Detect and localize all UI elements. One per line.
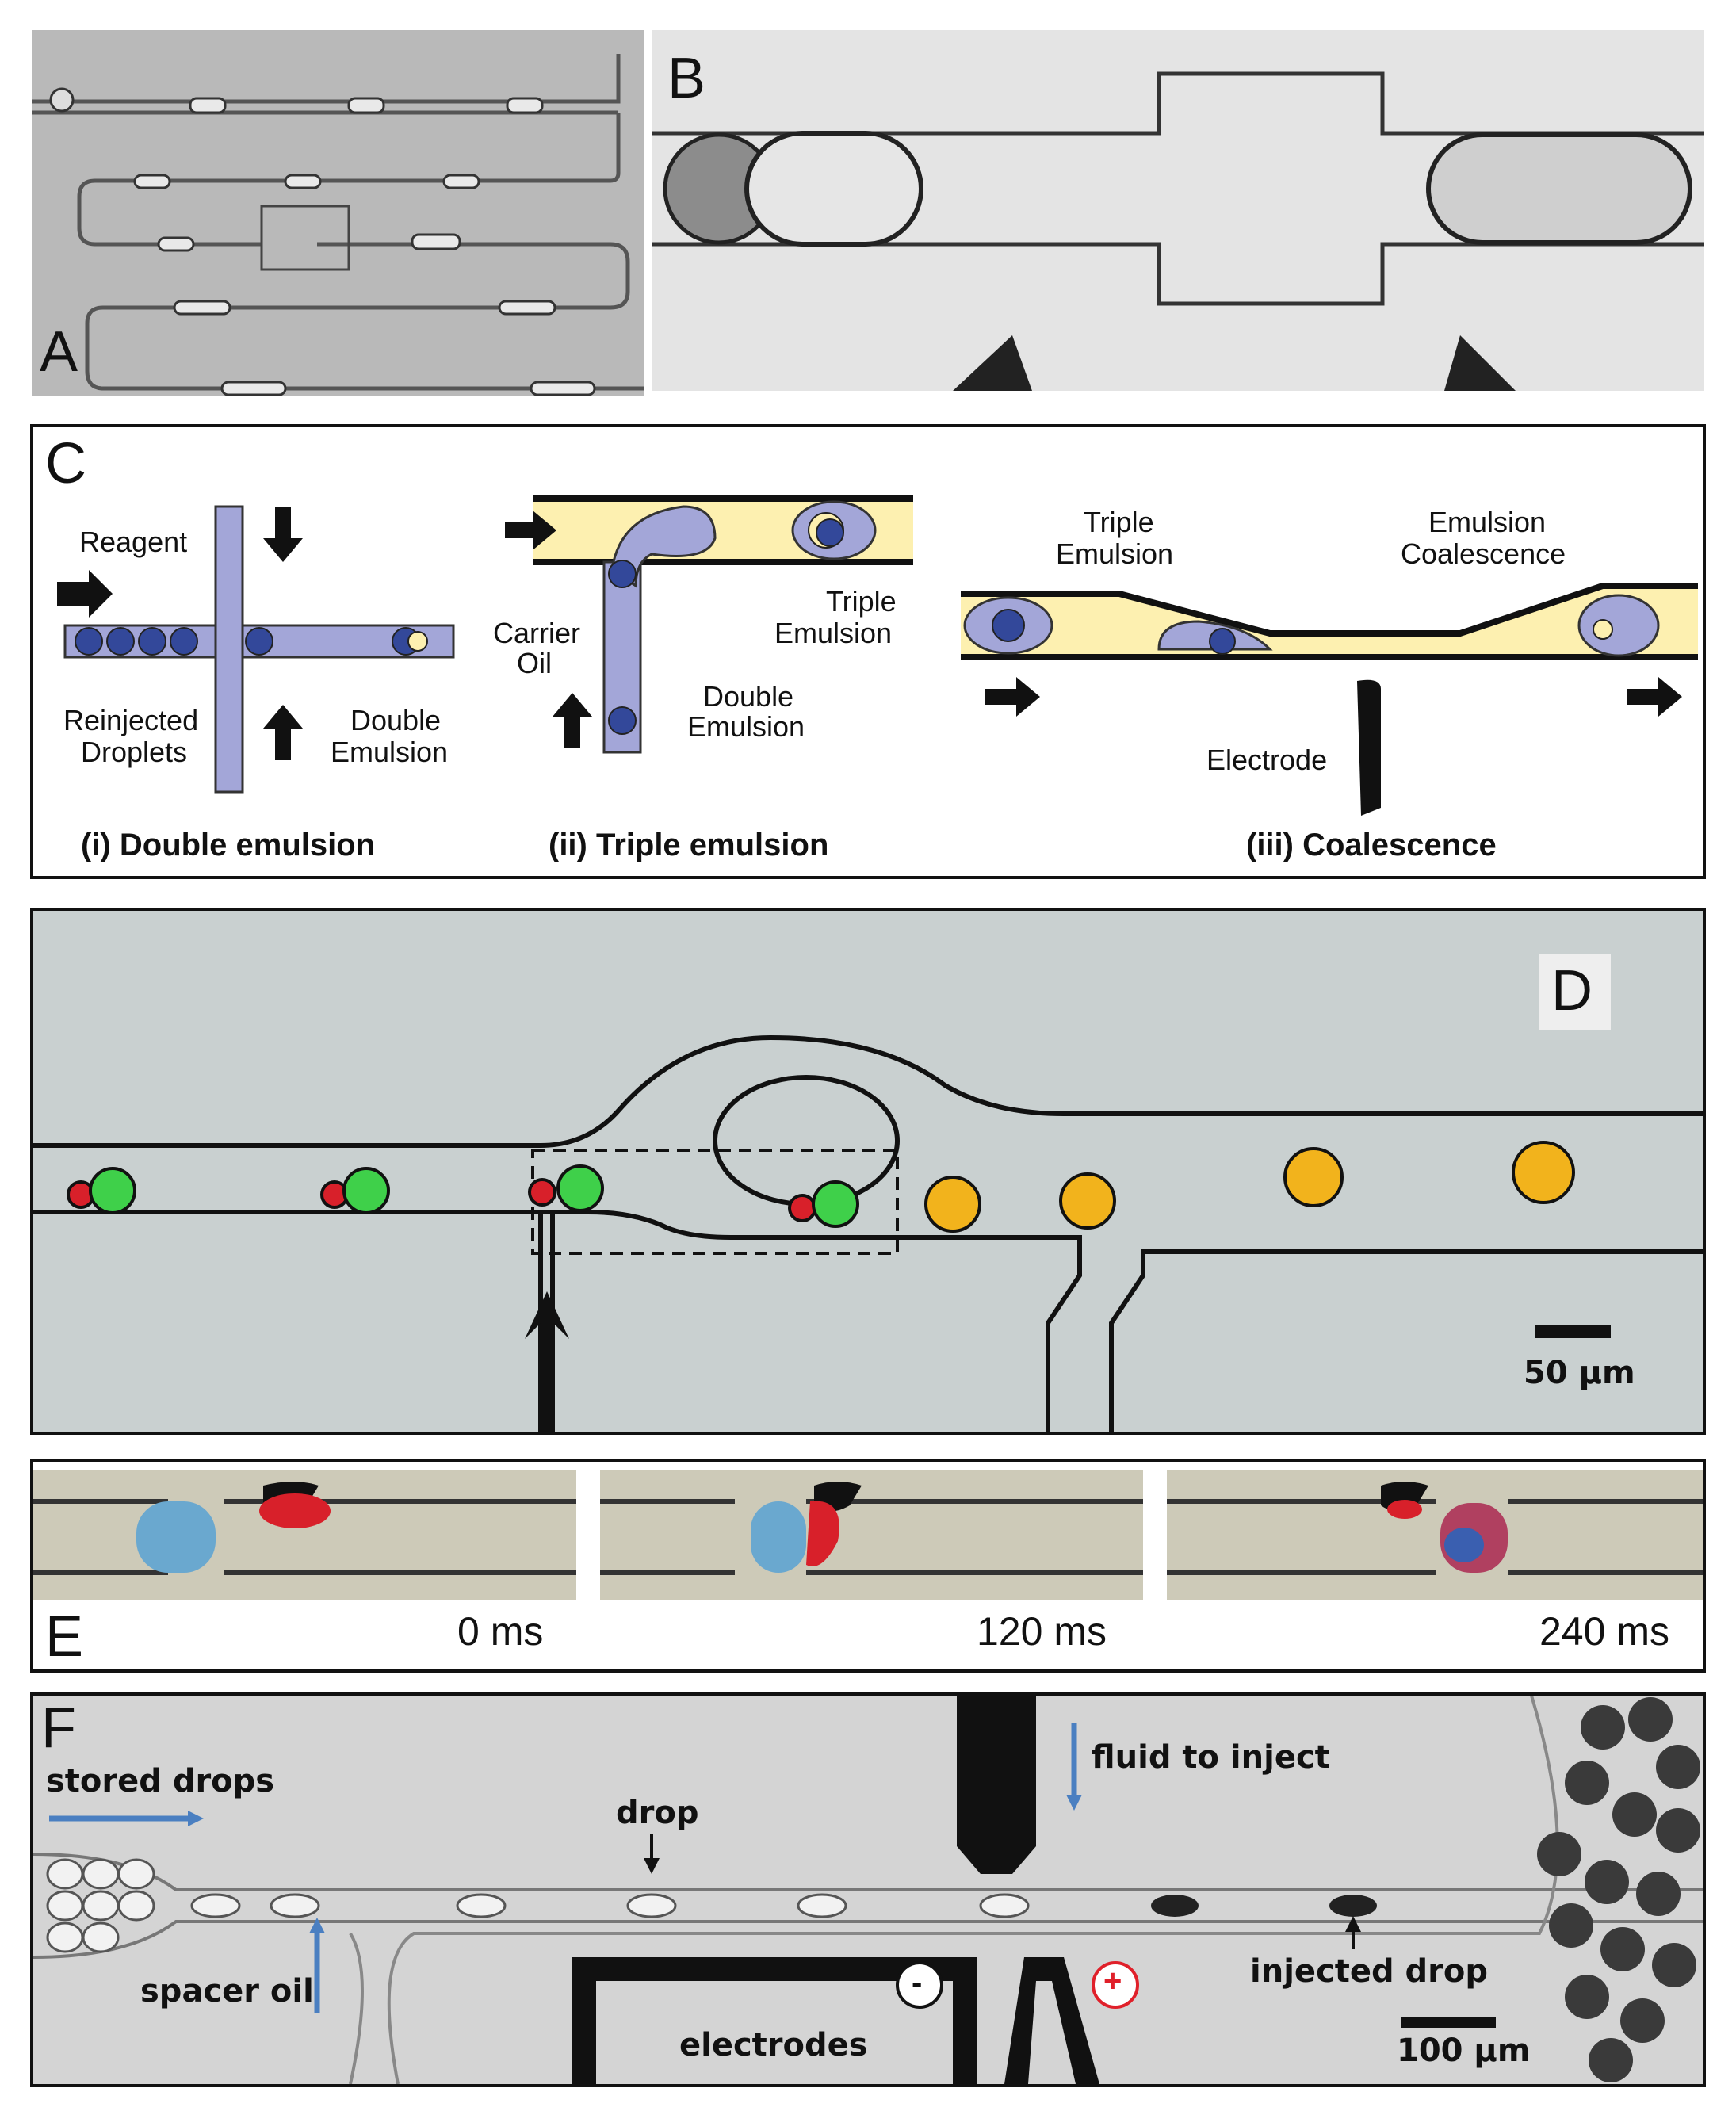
electrode-plus-sign: + <box>1103 1964 1122 1998</box>
label-reinjected-2: Droplets <box>81 736 188 768</box>
panel-f-letter: F <box>41 1696 76 1760</box>
panel-c-letter: C <box>45 432 86 495</box>
panel-e-letter: E <box>45 1605 84 1669</box>
label-electrodes: electrodes <box>679 2027 868 2063</box>
panel-a-channels <box>32 30 644 396</box>
label-triple-2: Emulsion <box>774 617 893 649</box>
panel-e-frames <box>33 1470 1703 1600</box>
panel-e-frame: E 0 ms 120 ms 240 ms <box>30 1459 1706 1673</box>
label-stored-drops: stored drops <box>46 1763 275 1799</box>
label-double-2: Emulsion <box>331 736 449 768</box>
label-triple3-1: Triple <box>1084 506 1154 538</box>
time-label-1: 120 ms <box>977 1609 1107 1654</box>
label-triple-1: Triple <box>826 585 897 618</box>
caption-i: (i) Double emulsion <box>81 828 376 862</box>
label-double-1: Double <box>350 704 442 736</box>
label-double2-1: Double <box>703 680 794 713</box>
label-reagent: Reagent <box>79 526 188 558</box>
panel-d-scale-label: 50 µm <box>1524 1355 1635 1391</box>
label-drop: drop <box>616 1795 699 1831</box>
label-electrode: Electrode <box>1206 744 1328 776</box>
panel-d-channels <box>33 911 1703 1432</box>
panel-c-diagram <box>57 495 1698 816</box>
label-coal-2: Coalescence <box>1401 537 1566 570</box>
panel-d-letter: D <box>1551 959 1593 1023</box>
panel-f-frame: F stored drops fluid to inject drop spac… <box>30 1692 1706 2087</box>
electrode-minus-sign: - <box>912 1965 923 2000</box>
panel-b-image: B <box>652 30 1704 391</box>
panel-b-letter: B <box>667 47 706 110</box>
caption-iii: (iii) Coalescence <box>1246 828 1497 862</box>
label-fluid-to-inject: fluid to inject <box>1092 1739 1330 1776</box>
label-double2-2: Emulsion <box>687 710 805 743</box>
panel-b-channel <box>652 30 1704 391</box>
label-triple3-2: Emulsion <box>1056 537 1174 570</box>
caption-ii: (ii) Triple emulsion <box>549 828 829 862</box>
panel-a-letter: A <box>40 320 78 384</box>
label-carrier-2: Oil <box>517 647 552 679</box>
label-spacer-oil: spacer oil <box>140 1973 314 2010</box>
label-coal-1: Emulsion <box>1428 506 1547 538</box>
label-carrier-1: Carrier <box>493 617 581 649</box>
label-injected-drop: injected drop <box>1250 1953 1489 1990</box>
label-scale-100um: 100 µm <box>1397 2033 1531 2069</box>
panel-c-frame: C <box>30 424 1706 879</box>
panel-d-frame: D 50 µm <box>30 908 1706 1435</box>
time-label-2: 240 ms <box>1539 1609 1669 1654</box>
panel-f-channels <box>33 1696 1703 2084</box>
panel-a-image: A <box>32 30 644 396</box>
time-label-0: 0 ms <box>457 1609 544 1654</box>
label-reinjected-1: Reinjected <box>63 704 199 736</box>
